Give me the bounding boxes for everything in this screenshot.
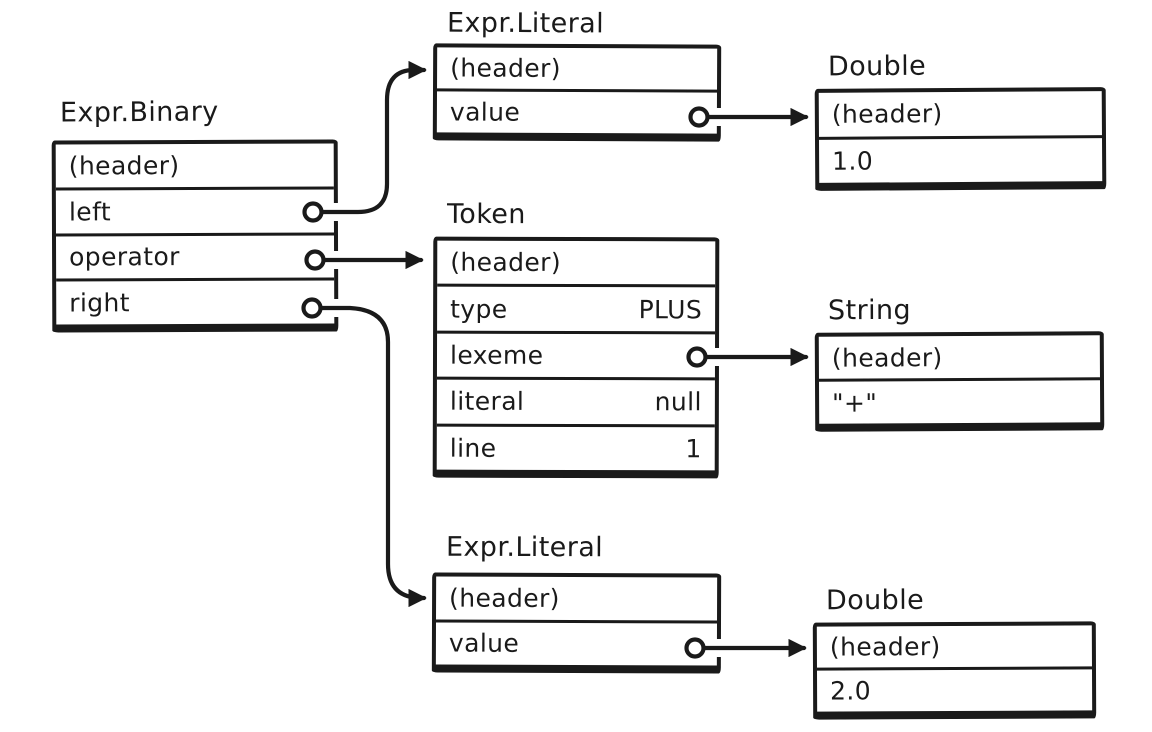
field-label: lexeme [449,340,544,370]
expr-literal-bottom-row-header: (header) [436,577,717,620]
double-bottom-row-value: 2.0 [816,666,1093,712]
node-title-token: Token [446,198,526,231]
token-row-line: line 1 [436,423,715,471]
field-label: value [449,97,521,127]
field-value: null [654,387,702,417]
expr-binary-row-header: (header) [56,144,334,188]
node-box-string: (header) "+" [814,331,1105,432]
double-top-row-value: 1.0 [818,134,1103,183]
field-label: (header) [450,53,561,83]
field-label: (header) [831,99,943,130]
token-row-type: type PLUS [437,284,716,332]
expr-literal-top-row-header: (header) [437,47,717,89]
field-label: 2.0 [830,676,872,706]
string-row-value: "+" [818,377,1101,424]
node-box-expr-binary: (header) left operator right [51,139,339,333]
double-bottom-row-header: (header) [817,625,1092,667]
node-title-string: String [827,294,912,327]
expr-literal-top-row-value: value [436,88,718,134]
expr-binary-row-operator: operator [55,232,335,279]
field-label: literal [449,387,525,417]
field-value: 1 [685,434,702,464]
expr-binary-row-left: left [55,186,334,233]
edge-right-to-expr-literal-bottom [317,305,427,608]
node-title-double-bottom: Double [825,584,925,617]
node-title-expr-literal-top: Expr.Literal [446,7,605,40]
field-label: right [69,288,131,318]
field-label: line [449,433,497,463]
double-top-row-header: (header) [819,91,1102,136]
node-box-double-top: (header) 1.0 [814,87,1107,191]
expr-literal-bottom-row-value: value [435,619,718,666]
node-box-expr-literal-bottom: (header) value [431,572,722,674]
node-title-expr-binary: Expr.Binary [59,96,219,129]
node-box-token: (header) type PLUS lexeme literal null lin… [432,236,720,479]
node-title-double-top: Double [827,50,927,83]
field-label: (header) [450,247,562,278]
token-row-header: (header) [437,241,715,285]
field-label: type [450,294,508,324]
field-label: operator [69,242,180,272]
field-label: (header) [831,342,943,373]
field-label: (header) [449,583,560,613]
field-value: PLUS [638,294,703,324]
field-label: (header) [829,632,941,662]
node-box-double-bottom: (header) 2.0 [812,621,1097,720]
node-box-expr-literal-top: (header) value [432,43,722,142]
expr-binary-row-right: right [56,277,335,325]
field-label: left [68,196,112,227]
field-label: value [448,628,520,659]
field-label: (header) [68,150,180,181]
field-label: 1.0 [832,146,874,176]
node-title-expr-literal-bottom: Expr.Literal [445,531,604,564]
field-label: "+" [832,387,878,418]
token-row-literal: literal null [436,376,715,424]
string-row-header: (header) [819,335,1100,378]
token-row-lexeme: lexeme [436,330,716,378]
